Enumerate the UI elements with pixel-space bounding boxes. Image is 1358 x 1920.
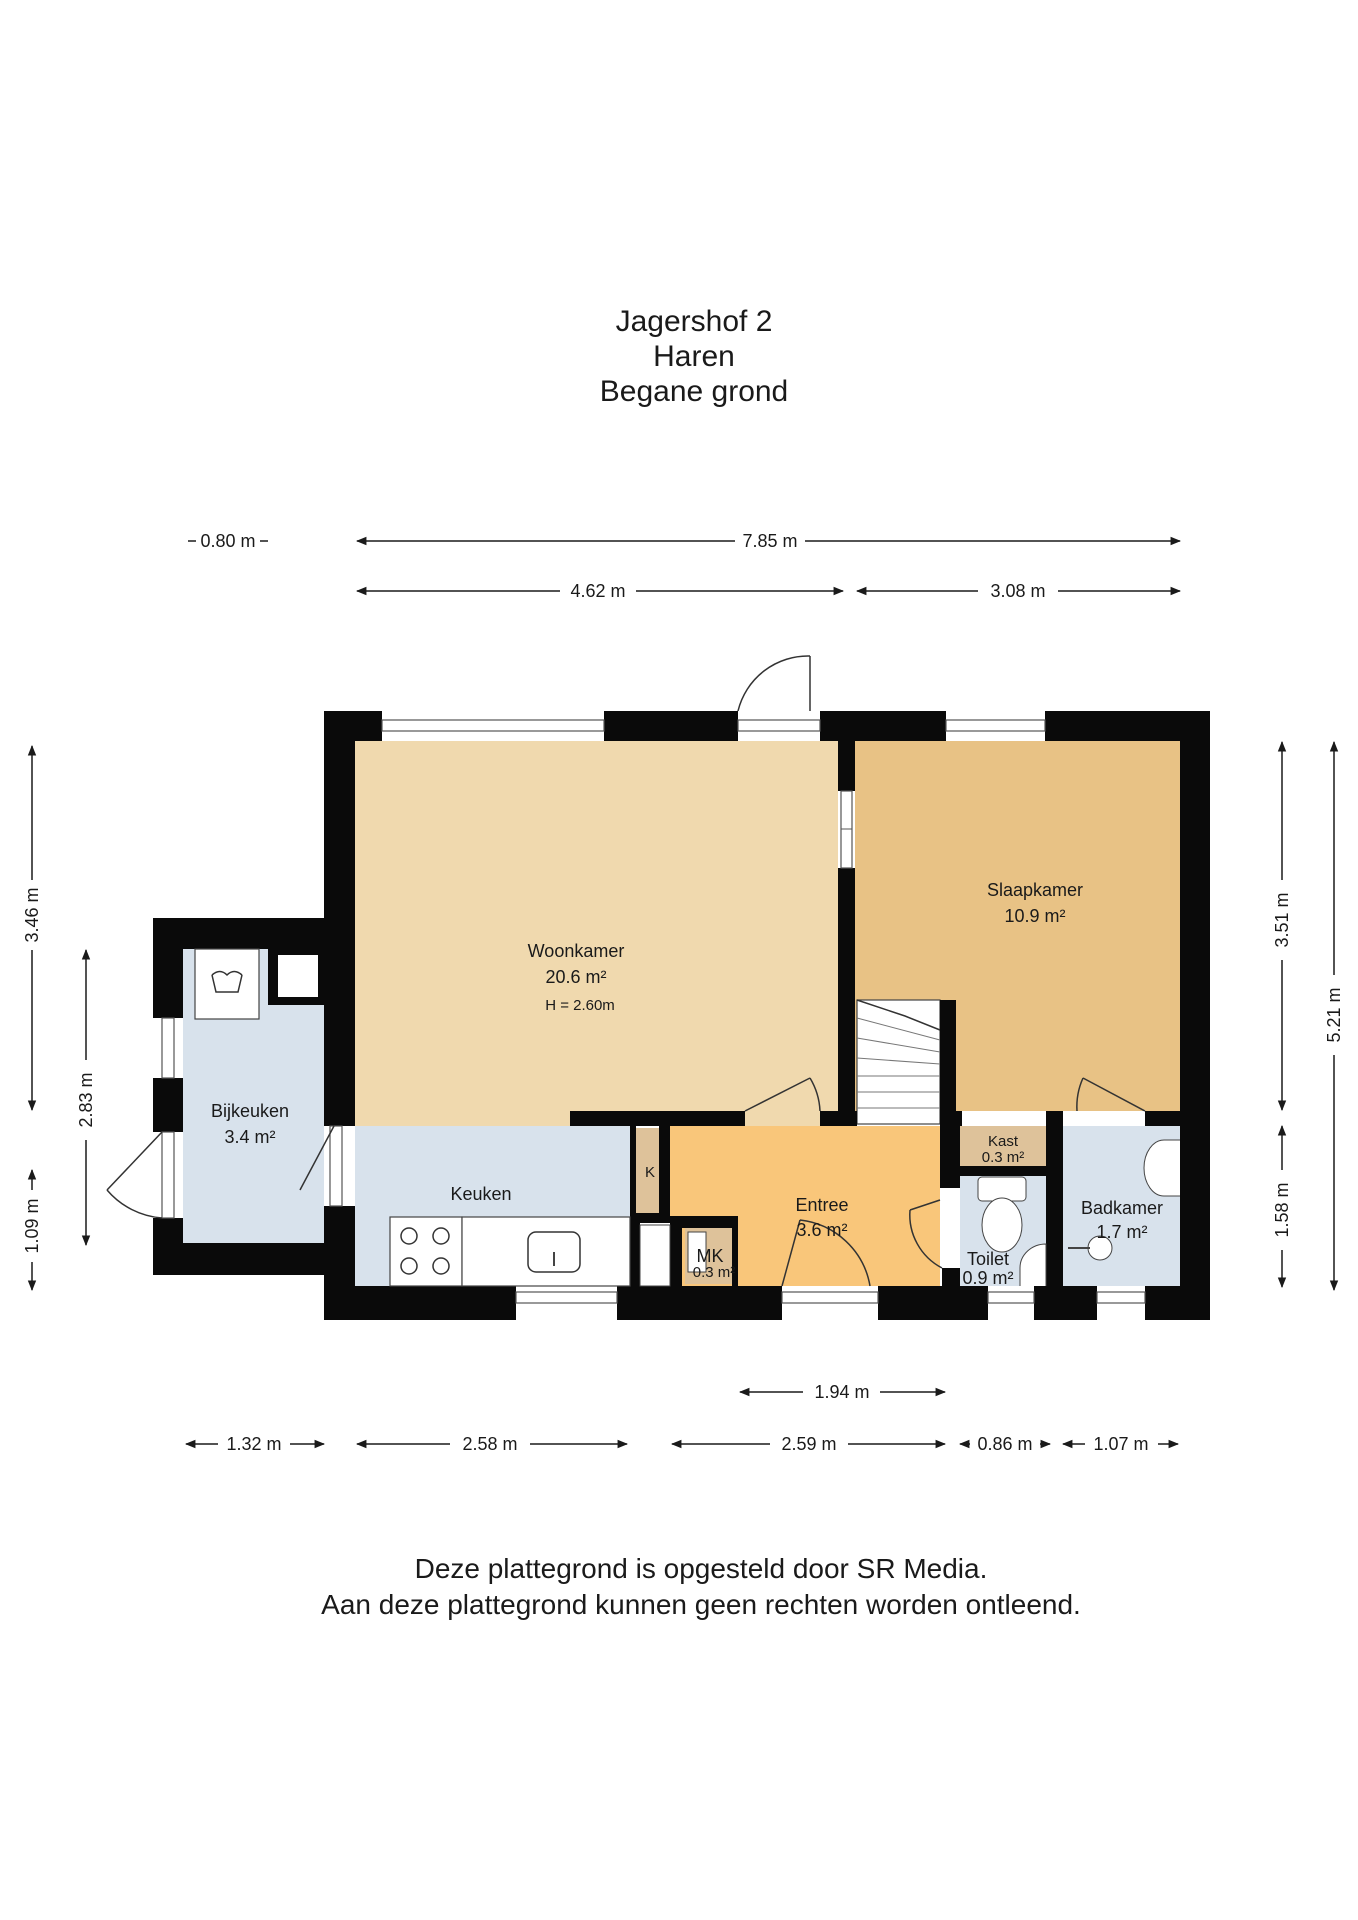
dim-right-b: 1.58 m (1272, 1182, 1292, 1237)
badkamer-label: Badkamer (1081, 1198, 1163, 1218)
entree-area: 3.6 m² (796, 1220, 847, 1240)
walls (153, 711, 1210, 1320)
entree-label: Entree (795, 1195, 848, 1215)
woonkamer-area: 20.6 m² (545, 967, 606, 987)
footer-line-1: Deze plattegrond is opgesteld door SR Me… (415, 1553, 988, 1584)
dimension-lines (27, 536, 1339, 1449)
footer-line-2: Aan deze plattegrond kunnen geen rechten… (321, 1589, 1081, 1620)
dim-top-total: 7.85 m (742, 531, 797, 551)
k-label: K (645, 1164, 655, 1181)
dim-right-total: 5.21 m (1324, 987, 1344, 1042)
dim-left-bottom: 1.09 m (22, 1198, 42, 1253)
address-title: Jagershof 2 (616, 305, 773, 338)
kast-label: Kast (988, 1133, 1019, 1150)
dim-bottom-1: 1.32 m (226, 1434, 281, 1454)
washing-machine (194, 948, 260, 1020)
mk-area: 0.3 m² (693, 1264, 736, 1281)
doors (106, 655, 1146, 1287)
room-kast (960, 1126, 1046, 1166)
dim-top-b: 3.08 m (990, 581, 1045, 601)
woonkamer-label: Woonkamer (528, 941, 625, 961)
kast-area: 0.3 m² (982, 1149, 1025, 1166)
toilet-sink (1019, 1243, 1047, 1286)
windows (161, 719, 1146, 1304)
dim-bottom-5: 1.07 m (1093, 1434, 1148, 1454)
toilet-bowl (981, 1197, 1023, 1253)
room-k (633, 1128, 661, 1213)
slaapkamer-area: 10.9 m² (1004, 906, 1065, 926)
mk-label: MK (697, 1246, 724, 1266)
floor-title: Begane grond (600, 375, 789, 408)
toilet-area: 0.9 m² (962, 1268, 1013, 1288)
sink (527, 1231, 581, 1273)
toilet-label: Toilet (967, 1249, 1009, 1269)
woonkamer-height: H = 2.60m (545, 997, 615, 1014)
stairs (856, 999, 941, 1125)
slaapkamer-label: Slaapkamer (987, 880, 1083, 900)
cooktop (389, 1216, 463, 1287)
fixtures (194, 948, 1180, 1287)
dim-bottom-2: 2.58 m (462, 1434, 517, 1454)
meter-box (687, 1231, 707, 1273)
dim-top-left: 0.80 m (200, 531, 255, 551)
bath-sink (1143, 1139, 1180, 1197)
kitchen-counter (461, 1216, 631, 1287)
dim-bottom-4: 0.86 m (977, 1434, 1032, 1454)
keuken-label: Keuken (450, 1184, 511, 1204)
bijkeuken-label: Bijkeuken (211, 1101, 289, 1121)
bijkeuken-area: 3.4 m² (224, 1127, 275, 1147)
room-woonkamer (355, 741, 838, 1126)
dim-top-a: 4.62 m (570, 581, 625, 601)
toilet-cistern (977, 1176, 1027, 1202)
dim-bottom-3: 2.59 m (781, 1434, 836, 1454)
badkamer-area: 1.7 m² (1096, 1222, 1147, 1242)
dim-left-outer: 3.46 m (22, 887, 42, 942)
city-title: Haren (653, 340, 735, 373)
dim-right-a: 3.51 m (1272, 892, 1292, 947)
dim-left-inner: 2.83 m (76, 1072, 96, 1127)
dim-bottom-entree: 1.94 m (814, 1382, 869, 1402)
